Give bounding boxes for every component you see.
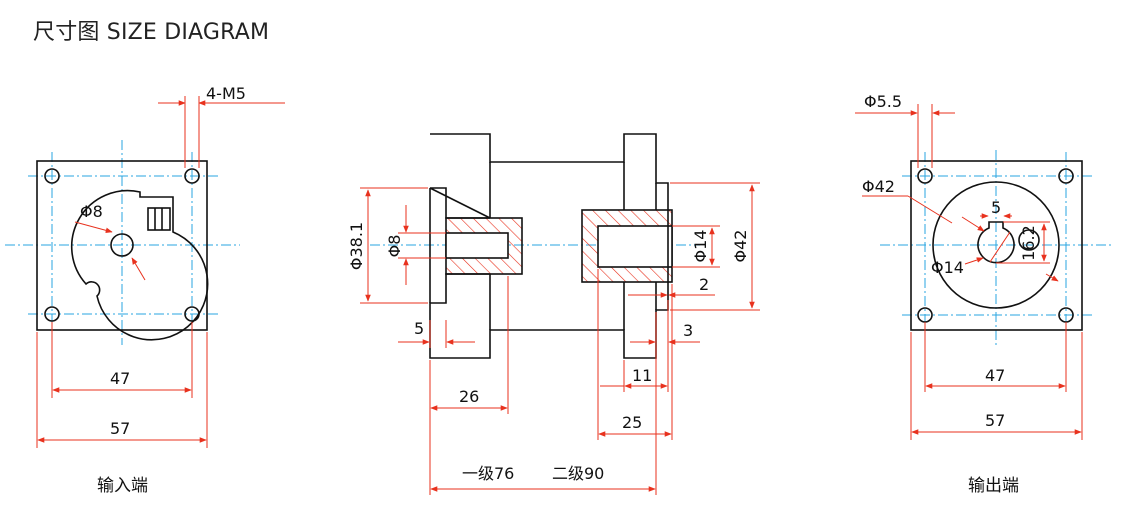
- output-flange-outline: [910, 160, 1083, 331]
- input-centerlines: [5, 140, 240, 345]
- dim-side-2: 2: [699, 275, 709, 294]
- dim-side-phi42: Φ42: [731, 230, 750, 263]
- dim-output-phi5-5: Φ5.5: [864, 92, 902, 111]
- dim-side-length-stage1: 一级76: [462, 464, 514, 483]
- dim-side-26: 26: [459, 387, 479, 406]
- side-view: Φ38.1 Φ8 Φ14 Φ42 5 26 2 3 11 25 一级76 二级9…: [347, 133, 760, 495]
- dim-side-11: 11: [632, 366, 652, 385]
- output-bore-section: [597, 225, 673, 268]
- dim-side-3: 3: [683, 321, 693, 340]
- dim-output-phi42: Φ42: [862, 177, 895, 196]
- dim-input-47: 47: [110, 369, 130, 388]
- dim-output-16-2: 16.2: [1019, 225, 1038, 261]
- input-shaft-bore: [110, 233, 134, 257]
- output-pilot-circle: [932, 181, 1060, 309]
- dim-side-length-stage2: 二级90: [552, 464, 604, 483]
- dim-side-phi8: Φ8: [385, 235, 404, 258]
- input-flange-outline: [36, 160, 208, 331]
- dim-output-47: 47: [985, 366, 1005, 385]
- dim-output-key-5: 5: [991, 198, 1001, 217]
- page-title: 尺寸图 SIZE DIAGRAM: [33, 20, 270, 45]
- output-end-view: Φ5.5 Φ42 5 16.2 Φ14 47 57 输出端: [855, 92, 1112, 496]
- input-boss-outline: [70, 189, 209, 341]
- output-side-hole: [1018, 229, 1040, 251]
- input-clamp-slot: [147, 207, 171, 231]
- dim-side-phi38-1: Φ38.1: [347, 222, 366, 270]
- output-centerlines: [880, 150, 1112, 345]
- output-mount-hole-tr: [1058, 168, 1074, 184]
- input-end-label: 输入端: [97, 476, 148, 496]
- dim-side-phi14: Φ14: [691, 230, 710, 263]
- output-shaft-keyed: [977, 221, 1015, 264]
- input-mount-hole-bl: [44, 306, 60, 322]
- output-end-label: 输出端: [968, 476, 1019, 496]
- dim-output-phi14: Φ14: [931, 258, 964, 277]
- dim-input-phi8: Φ8: [80, 202, 103, 221]
- output-mount-hole-tl: [917, 168, 933, 184]
- input-end-view: 4-M5 Φ8 47 57 输入端: [5, 84, 285, 496]
- dim-side-25: 25: [622, 413, 642, 432]
- dim-output-57: 57: [985, 411, 1005, 430]
- input-mount-hole-tr: [184, 168, 200, 184]
- input-bore-section: [445, 232, 509, 259]
- dim-input-57: 57: [110, 419, 130, 438]
- dim-side-5: 5: [414, 319, 424, 338]
- dim-input-4m5: 4-M5: [206, 84, 246, 103]
- input-mount-hole-tl: [44, 168, 60, 184]
